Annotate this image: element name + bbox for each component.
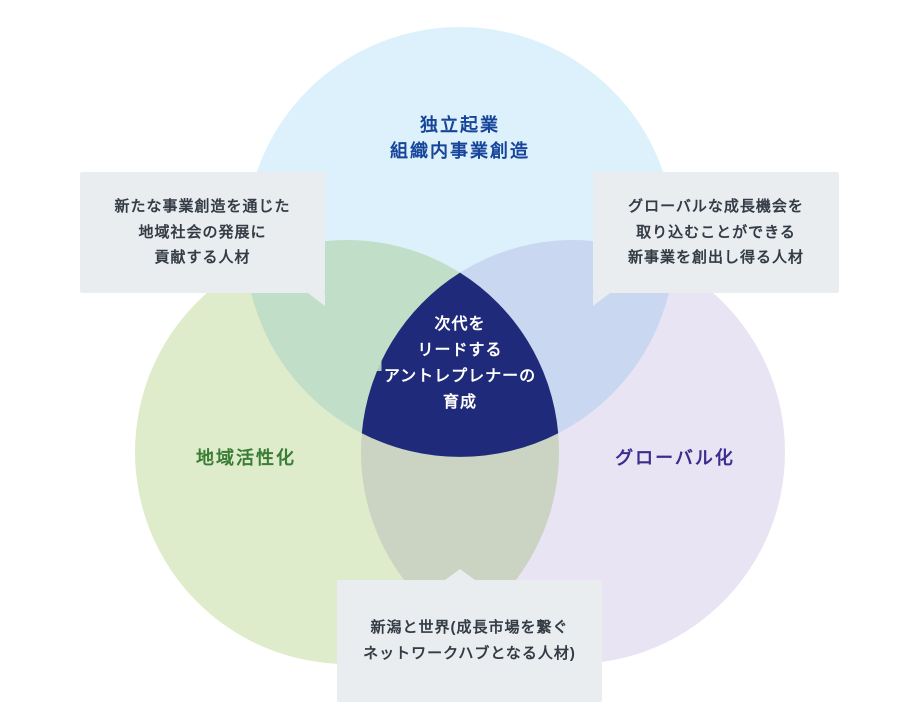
callout-left-line3: 貢献する人材	[154, 249, 251, 267]
callout-right-line2: 取り込むことができる	[636, 223, 796, 241]
callout-bottom-line1: 新潟と世界(成長市場を繋ぐ	[370, 619, 569, 636]
callout-right: グローバルな成長機会を 取り込むことができる 新事業を創出し得る人材	[593, 172, 839, 306]
top-circle-label: 独立起業 組織内事業創造	[310, 112, 610, 164]
center-text-line1: 次代を	[434, 316, 486, 333]
top-circle-label-line1: 独立起業	[420, 115, 500, 135]
center-intersection-text: 次代を リードする アントレプレナーの 育成	[340, 312, 580, 416]
callout-right-line3: 新事業を創出し得る人材	[627, 249, 804, 267]
callout-bottom-line2: ネットワークハブとなる人材)	[363, 645, 576, 662]
callout-right-line1: グローバルな成長機会を	[628, 198, 804, 216]
center-text-line2: リードする	[417, 342, 503, 359]
callout-left-line1: 新たな事業創造を通じた	[114, 198, 291, 216]
callout-bottom: 新潟と世界(成長市場を繋ぐ ネットワークハブとなる人材)	[337, 569, 602, 702]
center-intersection-shape	[361, 272, 559, 457]
left-circle-label: 地域活性化	[196, 448, 296, 468]
callout-left-line2: 地域社会の発展に	[138, 223, 267, 241]
callout-bottom-notch	[445, 569, 475, 580]
center-text-line4: 育成	[442, 394, 477, 411]
right-circle-label: グローバル化	[615, 448, 735, 468]
center-text-line3: アントレプレナーの	[383, 368, 537, 385]
top-circle-label-line2: 組織内事業創造	[390, 141, 530, 161]
callout-left: 新たな事業創造を通じた 地域社会の発展に 貢献する人材	[80, 172, 325, 306]
